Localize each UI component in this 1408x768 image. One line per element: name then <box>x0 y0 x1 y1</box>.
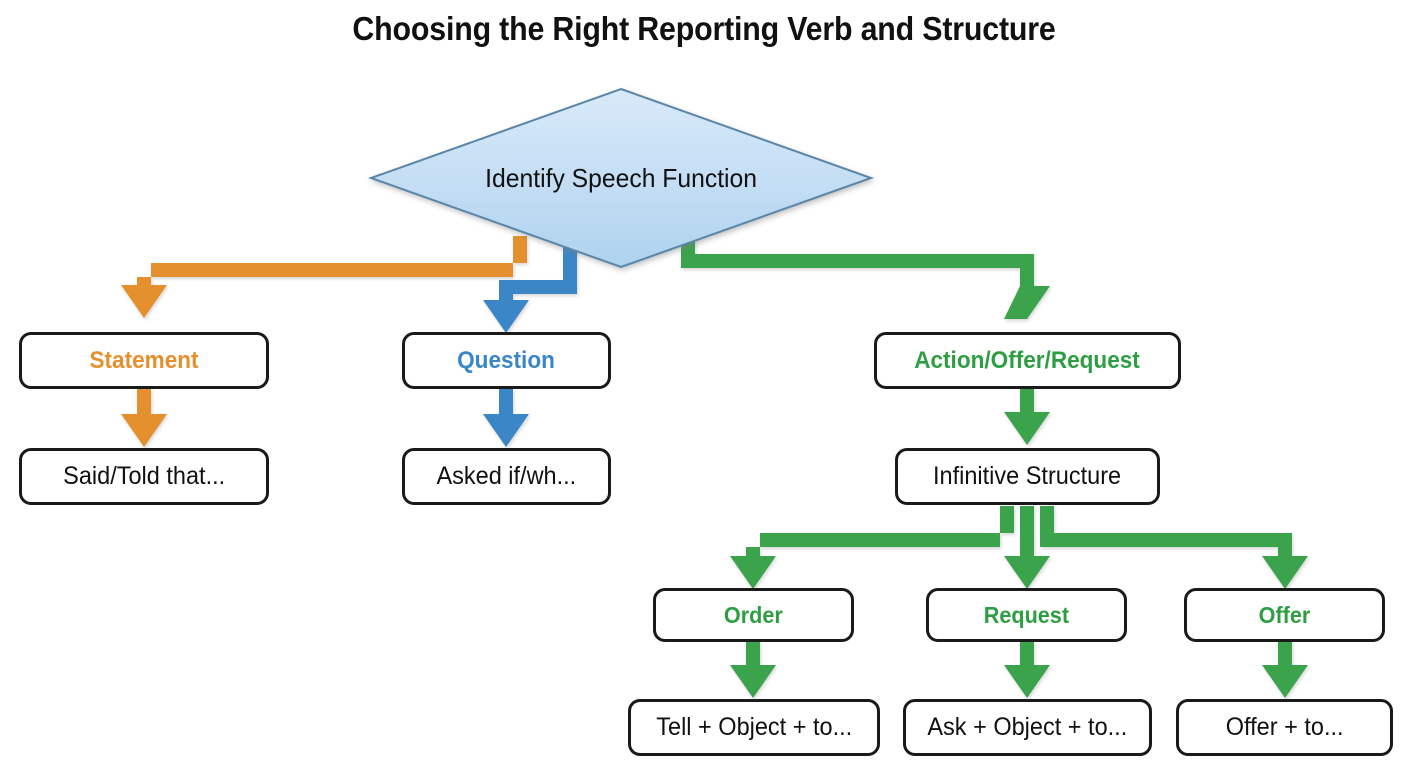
node-label-offer-to: Offer + to... <box>1225 713 1344 741</box>
node-label-question: Question <box>457 346 556 374</box>
decision-diamond[interactable] <box>368 87 874 269</box>
connector-statement-to-result <box>121 389 167 447</box>
node-label-infinitive-structure: Infinitive Structure <box>933 462 1122 490</box>
node-category-action-offer-request[interactable]: Action/Offer/Request <box>874 332 1181 389</box>
node-label-tell-object-to: Tell + Object + to... <box>656 713 852 741</box>
node-category-question[interactable]: Question <box>402 332 611 389</box>
node-label-said-told-that: Said/Told that... <box>62 462 225 490</box>
node-subcategory-offer[interactable]: Offer <box>1184 588 1385 642</box>
node-category-statement[interactable]: Statement <box>19 332 269 389</box>
node-label-statement: Statement <box>89 346 199 374</box>
node-label-asked-if-wh: Asked if/wh... <box>436 462 577 490</box>
connector-infinitive-to-order <box>730 506 1014 589</box>
node-label-action-offer-request: Action/Offer/Request <box>914 346 1141 374</box>
node-subcategory-request[interactable]: Request <box>926 588 1127 642</box>
node-label-ask-object-to: Ask + Object + to... <box>927 713 1128 741</box>
decision-label: Identify Speech Function <box>485 162 757 193</box>
node-result-infinitive-structure[interactable]: Infinitive Structure <box>895 448 1160 505</box>
connector-infinitive-to-request <box>1004 506 1050 589</box>
connector-action-to-infinitive <box>1004 389 1050 445</box>
node-label-offer: Offer <box>1258 601 1311 628</box>
connector-decision-to-question <box>483 240 577 333</box>
connector-infinitive-to-offer <box>1040 506 1308 589</box>
decision-diamond-label-wrap: Identify Speech Function <box>371 89 871 267</box>
connector-question-to-result <box>483 389 529 447</box>
node-label-request: Request <box>983 601 1070 628</box>
node-label-order: Order <box>724 601 783 628</box>
connector-decision-to-statement <box>121 236 527 318</box>
node-result-offer[interactable]: Offer + to... <box>1176 699 1393 756</box>
node-result-statement[interactable]: Said/Told that... <box>19 448 269 505</box>
node-result-question[interactable]: Asked if/wh... <box>402 448 611 505</box>
connector-offer-to-result <box>1262 641 1308 698</box>
connector-order-to-result <box>730 641 776 698</box>
connector-request-to-result <box>1004 641 1050 698</box>
page-title: Choosing the Right Reporting Verb and St… <box>352 10 1056 47</box>
node-result-request[interactable]: Ask + Object + to... <box>903 699 1152 756</box>
node-subcategory-order[interactable]: Order <box>653 588 854 642</box>
connector-decision-to-action <box>681 240 1050 319</box>
node-result-order[interactable]: Tell + Object + to... <box>628 699 880 756</box>
